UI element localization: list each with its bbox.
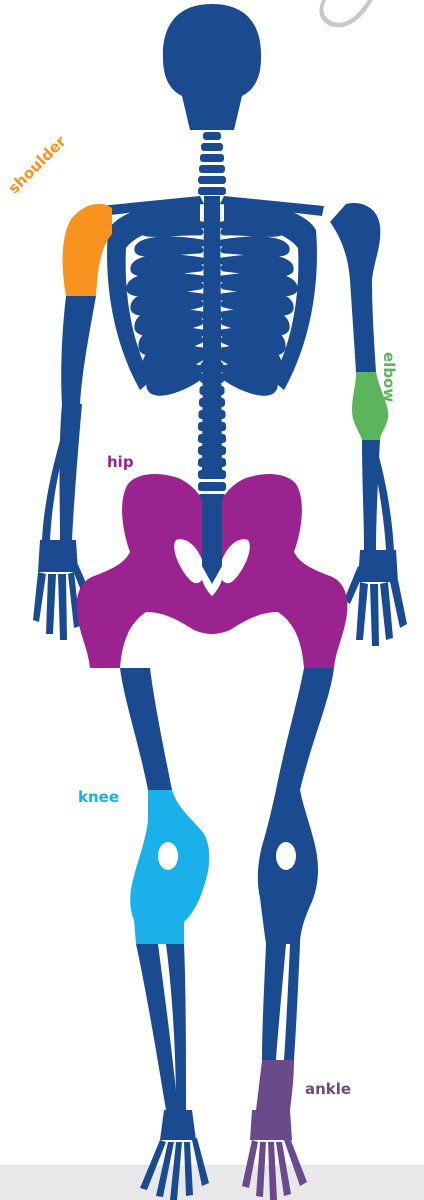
right-shoulder-cap	[330, 203, 380, 280]
vertebra	[198, 422, 226, 431]
vertebra	[198, 458, 226, 467]
label-knee: knee	[78, 790, 119, 805]
vertebra	[201, 362, 224, 371]
left-foot	[140, 1110, 209, 1200]
label-hip: hip	[107, 455, 134, 470]
patella-left	[158, 842, 178, 870]
shoulder-joint	[63, 204, 112, 296]
sacrum	[202, 500, 222, 584]
vertebra	[199, 410, 226, 419]
skull	[163, 4, 261, 130]
left-forearm	[42, 404, 82, 540]
vertebra	[200, 386, 225, 395]
corner-icon	[319, 0, 373, 27]
right-humerus	[350, 280, 376, 372]
right-foot	[242, 1110, 307, 1200]
right-forearm	[362, 440, 394, 550]
vertebra	[198, 446, 226, 455]
label-ankle: ankle	[305, 1082, 351, 1097]
vertebra	[201, 350, 223, 359]
left-humerus	[61, 296, 96, 404]
label-elbow: elbow	[381, 352, 396, 402]
cervical-spine	[198, 132, 226, 195]
ankle-joint	[256, 1060, 294, 1110]
vertebra	[200, 374, 224, 383]
right-hand	[344, 550, 407, 646]
patella-right	[276, 842, 296, 870]
vertebra	[198, 434, 226, 443]
vertebra	[198, 470, 226, 479]
right-femur	[276, 668, 334, 790]
vertebra	[199, 398, 225, 407]
left-femur	[120, 668, 172, 790]
left-lower-leg	[136, 944, 186, 1110]
vertebra	[198, 482, 226, 491]
right-lower-leg	[262, 944, 300, 1060]
